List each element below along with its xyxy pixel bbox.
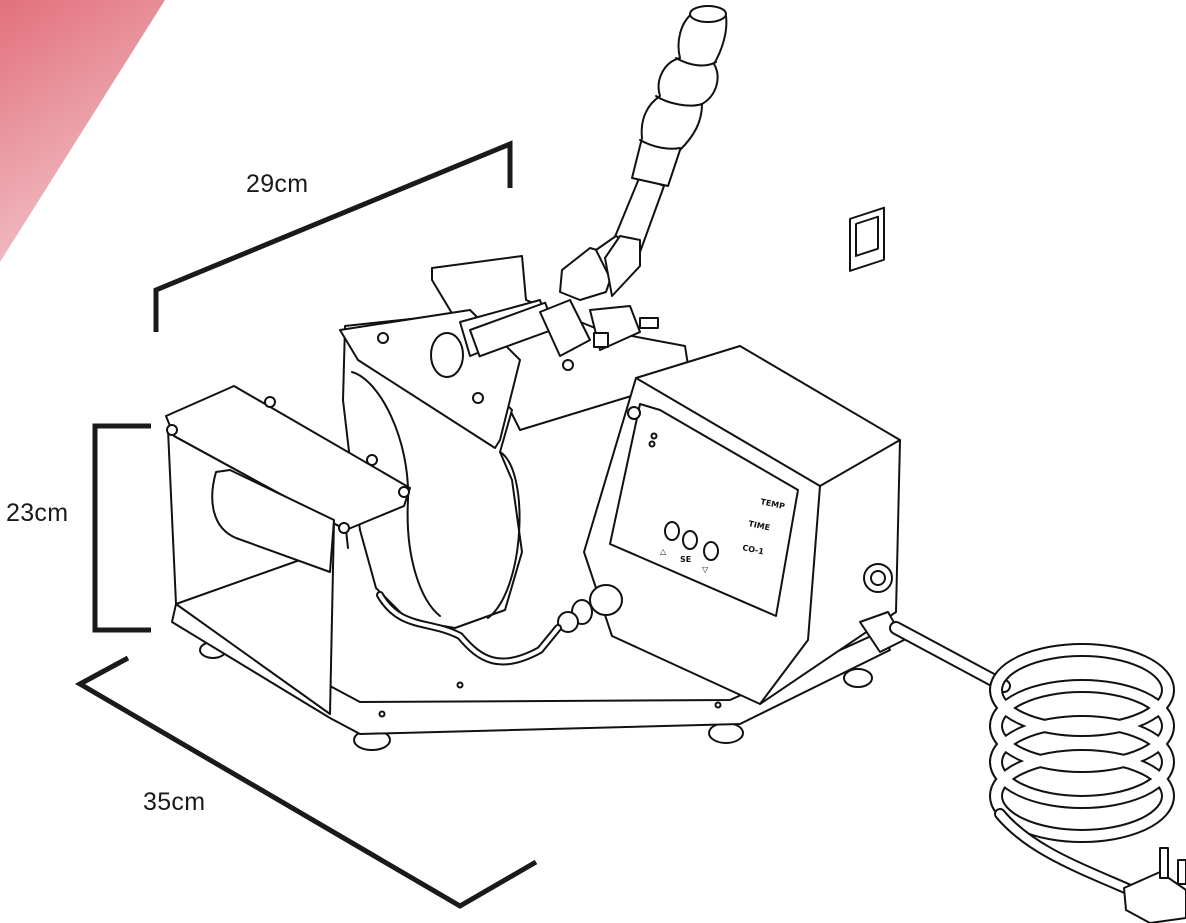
height-dimension-label: 23cm [6, 499, 69, 527]
control-box [557, 206, 901, 705]
width-dimension-label: 35cm [143, 788, 206, 816]
press-handle [559, 5, 728, 301]
control-panel-face [609, 403, 799, 617]
corner-accent-ribbon [0, 0, 165, 262]
width-dimension-bracket [74, 655, 538, 909]
rubber-feet [199, 641, 873, 751]
panel-button-set-symbol: SE [680, 555, 691, 564]
front-heater-cylinder [211, 469, 335, 573]
power-cord [859, 611, 1175, 896]
panel-button-down-symbol: ▽ [702, 565, 709, 574]
panel-button-up-symbol: △ [660, 547, 667, 556]
height-dimension-bracket [92, 423, 151, 633]
depth-dimension-label: 29cm [246, 170, 309, 198]
depth-dimension-bracket [153, 140, 513, 332]
pressure-adjust-assembly [430, 299, 659, 378]
heat-press-machine [165, 5, 1186, 923]
panel-label-time: TIME [748, 519, 771, 532]
heater-cable-connector [557, 584, 623, 633]
power-plug [1123, 847, 1186, 923]
